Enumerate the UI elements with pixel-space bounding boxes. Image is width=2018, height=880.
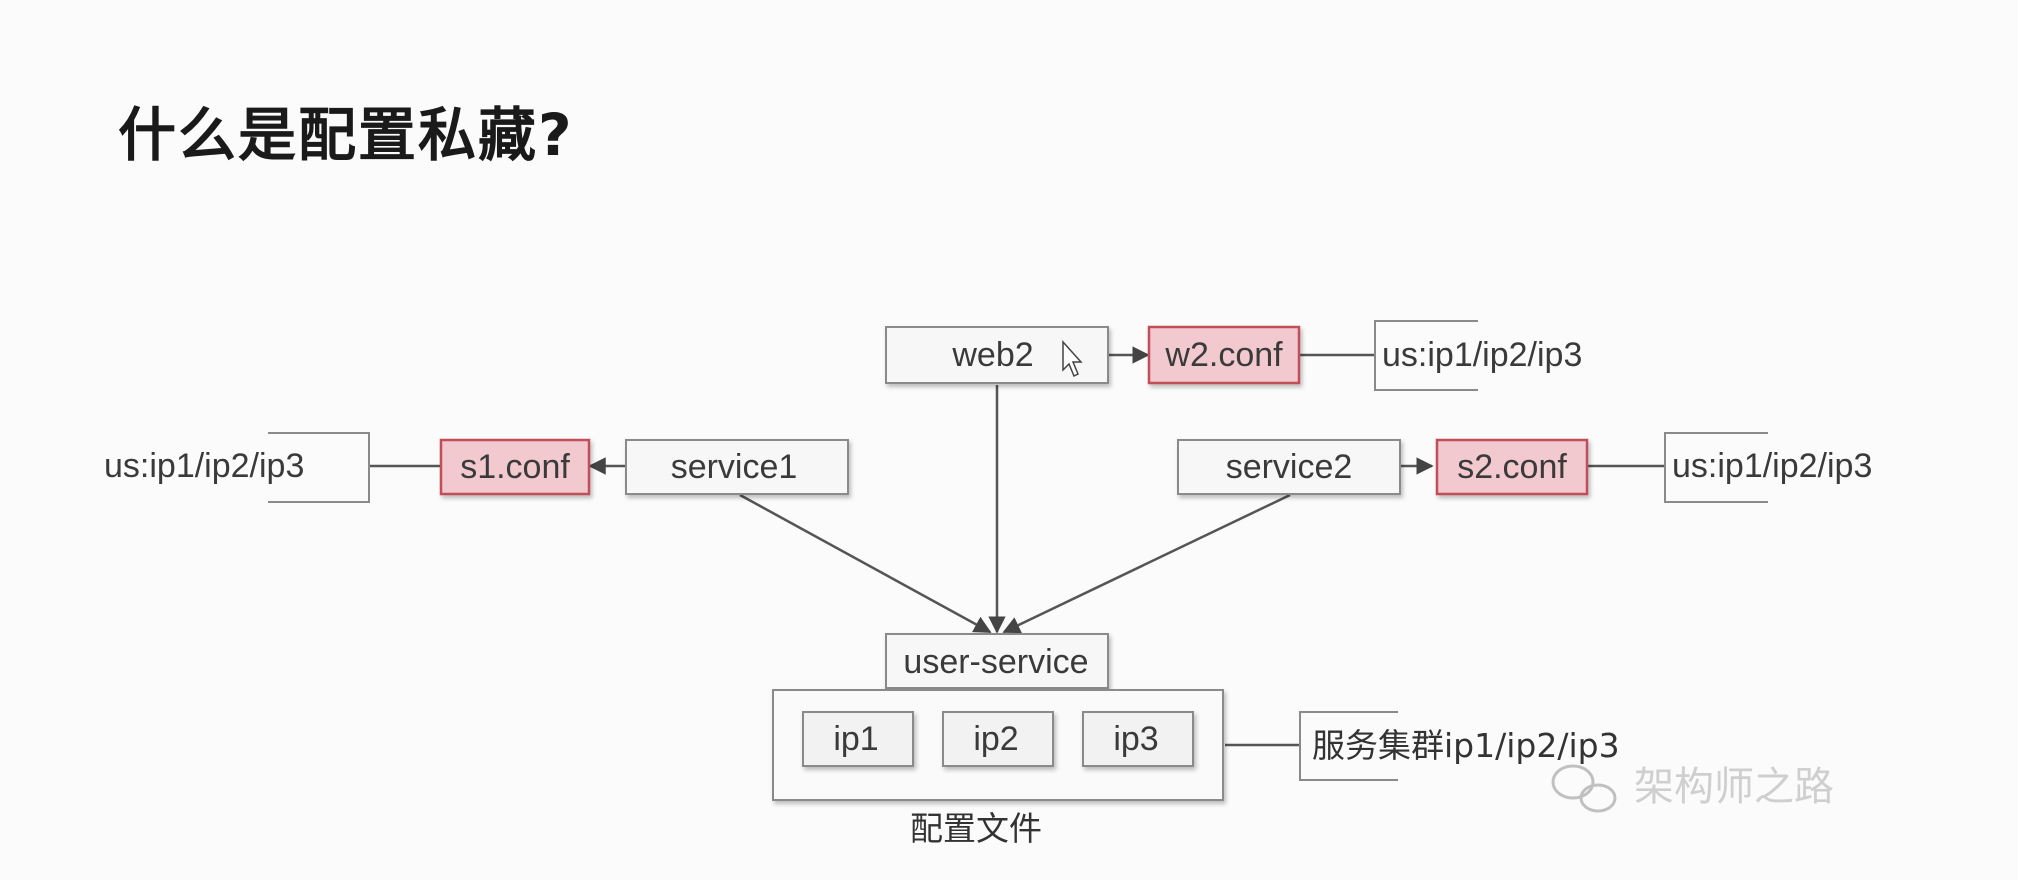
watermark: 架构师之路 [1551,764,1834,813]
wechat-logo-icon [1551,764,1617,813]
node-ip2-label: ip2 [973,720,1018,758]
connectors [370,346,1665,747]
node-s1-conf-label: s1.conf [460,448,570,486]
node-user-service: user-service [885,633,1109,689]
note-cluster: 服务集群ip1/ip2/ip3 [1299,711,1620,781]
node-ip1: ip1 [802,711,914,767]
watermark-text: 架构师之路 [1634,764,1834,810]
note-cluster-label: 服务集群ip1/ip2/ip3 [1312,726,1620,765]
node-w2-conf-label: w2.conf [1164,336,1283,374]
note-iplist-top-label: us:ip1/ip2/ip3 [1382,336,1582,374]
node-s1-conf: s1.conf [439,438,591,496]
edge-service2-userservice [1002,493,1291,634]
note-iplist-top: us:ip1/ip2/ip3 [1374,320,1582,391]
node-service2-label: service2 [1226,448,1353,486]
config-file-container: ip1 ip2 ip3 [772,689,1224,801]
edge-service1-userservice [739,493,992,634]
node-service2: service2 [1177,439,1401,495]
node-ip3: ip3 [1082,711,1194,767]
node-service1: service1 [625,439,849,495]
node-web2-label: web2 [951,336,1033,374]
page-title: 什么是配置私藏? [118,101,574,169]
note-iplist-left: us:ip1/ip2/ip3 [104,432,370,503]
config-file-label: 配置文件 [910,809,1042,848]
note-iplist-right-label: us:ip1/ip2/ip3 [1672,447,1872,485]
node-ip1-label: ip1 [833,720,878,758]
node-ip2: ip2 [942,711,1054,767]
mouse-cursor-icon [1062,340,1083,378]
node-w2-conf: w2.conf [1147,325,1301,385]
node-ip3-label: ip3 [1113,720,1158,758]
node-s2-conf-label: s2.conf [1457,448,1567,486]
node-user-service-label: user-service [903,643,1088,681]
note-iplist-right: us:ip1/ip2/ip3 [1664,432,1872,503]
node-s2-conf: s2.conf [1435,438,1589,496]
note-iplist-left-label: us:ip1/ip2/ip3 [104,447,304,485]
node-service1-label: service1 [671,448,798,486]
